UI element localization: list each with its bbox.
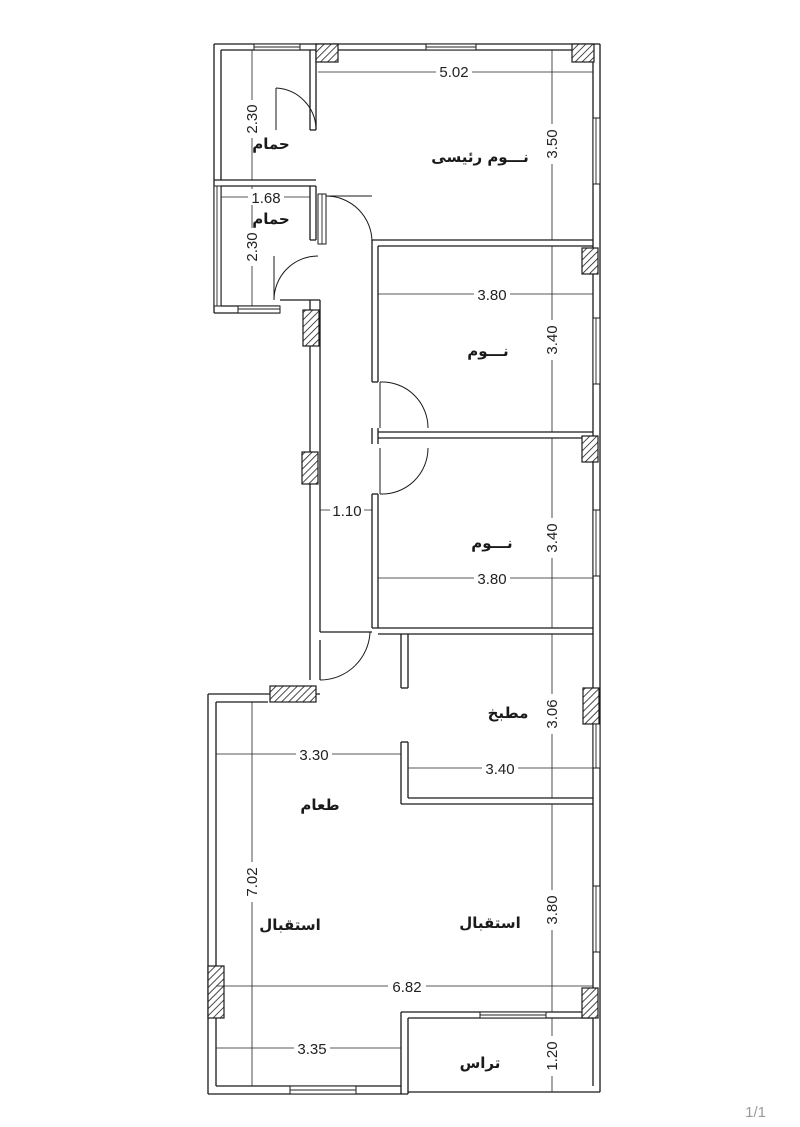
room-label-bathroom-2: حمام (252, 210, 290, 228)
dim-corridor-width: 1.10 (332, 503, 361, 520)
dim-bedroom-2-depth: 3.40 (544, 523, 561, 552)
dim-bathroom-2-width: 1.68 (251, 190, 280, 207)
dim-total-width: 6.82 (392, 979, 421, 996)
room-label-bathroom-1: حمام (252, 135, 290, 153)
room-label-dining: طعام (300, 796, 339, 814)
dim-master-depth: 3.50 (544, 129, 561, 158)
dim-kitchen-width: 3.40 (485, 761, 514, 778)
room-label-kitchen: مطبخ (488, 704, 529, 722)
dim-bathroom-1-height: 2.30 (244, 104, 261, 133)
room-label-master-bedroom: نـــوم رئيسى (431, 148, 528, 166)
dim-dining-width: 3.30 (299, 747, 328, 764)
dim-bathroom-2-height: 2.30 (244, 232, 261, 261)
structural-columns (207, 43, 600, 1019)
dim-kitchen-depth: 3.06 (544, 699, 561, 728)
windows (213, 43, 601, 1095)
dim-bedroom-2-width: 3.80 (477, 571, 506, 588)
dim-living-depth: 7.02 (244, 867, 261, 896)
room-label-reception-1: استقبال (259, 916, 321, 934)
dim-terrace-left-width: 3.35 (297, 1041, 326, 1058)
dim-bedroom-1-width: 3.80 (477, 287, 506, 304)
room-label-bedroom-2: نـــوم (471, 534, 512, 552)
page-number: 1/1 (745, 1104, 766, 1121)
dim-bedroom-1-depth: 3.40 (544, 325, 561, 354)
dim-reception-depth: 3.80 (544, 895, 561, 924)
room-labels: نـــوم رئيسى حمام حمام نـــوم نـــوم مطب… (252, 135, 528, 1072)
doors (273, 87, 429, 681)
room-label-reception-2: استقبال (459, 914, 521, 932)
dim-master-width: 5.02 (439, 64, 468, 81)
dim-terrace-depth: 1.20 (544, 1041, 561, 1070)
dimension-labels: 5.02 3.50 2.30 1.68 2.30 3.80 3.40 1.10 … (243, 63, 561, 1076)
room-label-terrace: تراس (460, 1054, 501, 1072)
room-label-bedroom-1: نـــوم (467, 342, 508, 360)
